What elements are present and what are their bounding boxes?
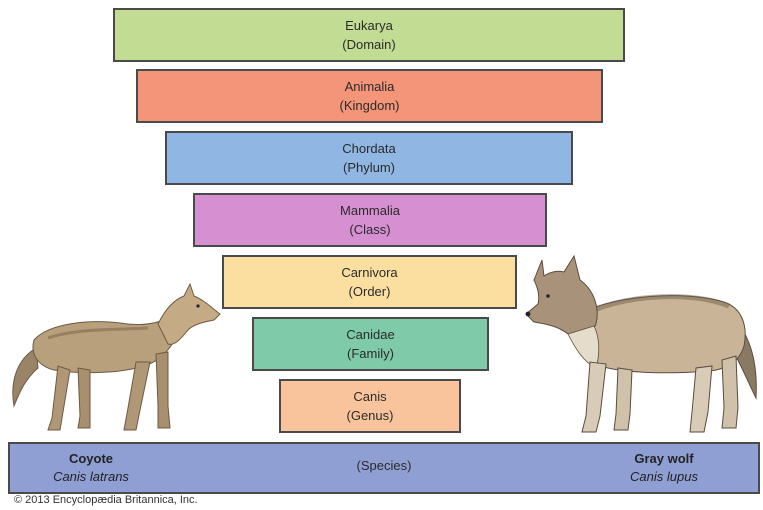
coyote-scientific-name: Canis latrans [36,468,146,486]
rank-family: Canidae (Family) [252,317,489,371]
rank-kingdom: Animalia (Kingdom) [136,69,603,123]
rank-name: Mammalia [340,201,400,220]
rank-name: Canidae [346,325,394,344]
copyright-notice: © 2013 Encyclopædia Britannica, Inc. [14,494,198,506]
rank-level: (Order) [349,282,391,301]
rank-name: Eukarya [345,16,393,35]
rank-level: (Genus) [347,406,394,425]
rank-genus: Canis (Genus) [279,379,461,433]
gray-wolf-illustration [524,250,762,440]
coyote-illustration [8,278,228,440]
rank-level: (Family) [347,344,394,363]
rank-level: (Domain) [342,35,395,54]
rank-name: Canis [353,387,386,406]
coyote-common-name: Coyote [36,450,146,468]
rank-level: (Kingdom) [340,96,400,115]
rank-name: Carnivora [341,263,397,282]
gray-wolf-label: Gray wolf Canis lupus [604,450,724,486]
rank-name: Animalia [345,77,395,96]
rank-level: (Class) [349,220,390,239]
rank-domain: Eukarya (Domain) [113,8,625,62]
rank-phylum: Chordata (Phylum) [165,131,573,185]
rank-name: Chordata [342,139,395,158]
rank-level: (Phylum) [343,158,395,177]
gray-wolf-common-name: Gray wolf [604,450,724,468]
rank-order: Carnivora (Order) [222,255,517,309]
gray-wolf-scientific-name: Canis lupus [604,468,724,486]
coyote-label: Coyote Canis latrans [36,450,146,486]
rank-class: Mammalia (Class) [193,193,547,247]
